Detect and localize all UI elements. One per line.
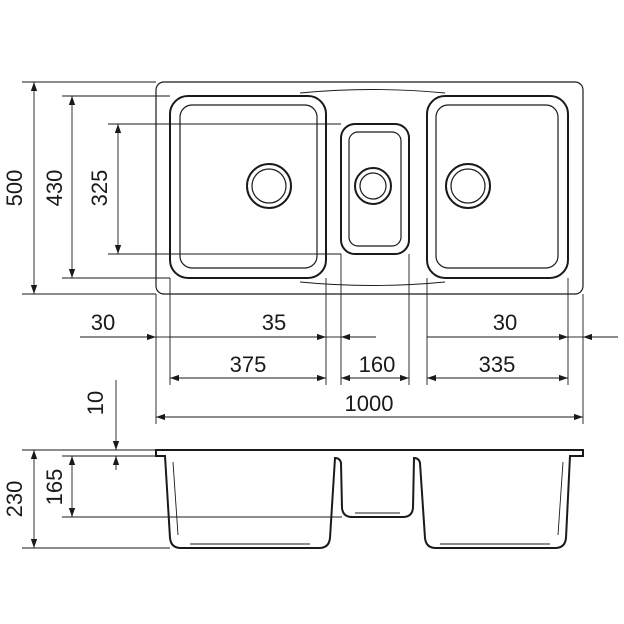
left-drain-inner xyxy=(251,168,287,204)
horizontal-dims-row1 xyxy=(80,254,618,424)
dim-total-width: 1000 xyxy=(345,391,394,416)
sink-outline xyxy=(155,81,584,295)
dim-bowl-depth: 430 xyxy=(42,170,67,207)
dim-total-height: 230 xyxy=(2,481,27,518)
dim-left-bowl-width: 375 xyxy=(230,352,267,377)
middle-drain-outer xyxy=(354,167,392,205)
dim-right-margin: 30 xyxy=(493,310,517,335)
dim-middle-bowl-width: 160 xyxy=(359,352,396,377)
middle-bowl-inner xyxy=(348,131,402,247)
right-bowl-inner xyxy=(435,104,559,269)
vertical-dims-top xyxy=(22,81,341,295)
sink-side-view xyxy=(155,449,584,549)
dim-bowl-gap: 35 xyxy=(262,310,286,335)
dim-right-bowl-width: 335 xyxy=(479,352,516,377)
left-drain-outer xyxy=(246,163,292,209)
dim-total-depth: 500 xyxy=(2,170,27,207)
right-drain-inner xyxy=(450,168,486,204)
middle-drain-inner xyxy=(359,172,387,200)
middle-bowl-outer xyxy=(340,123,410,255)
right-drain-outer xyxy=(445,163,491,209)
side-profile-outer xyxy=(155,449,584,549)
dim-small-bowl-depth: 325 xyxy=(87,170,112,207)
sink-top-view xyxy=(155,81,584,295)
dim-left-margin: 30 xyxy=(91,310,115,335)
side-dims xyxy=(22,380,342,549)
right-bowl-outer xyxy=(426,95,569,279)
dim-rim-height: 10 xyxy=(83,391,108,415)
left-bowl-inner xyxy=(179,104,318,269)
left-bowl-outer xyxy=(169,95,327,279)
dim-small-bowl-height: 165 xyxy=(42,469,67,506)
